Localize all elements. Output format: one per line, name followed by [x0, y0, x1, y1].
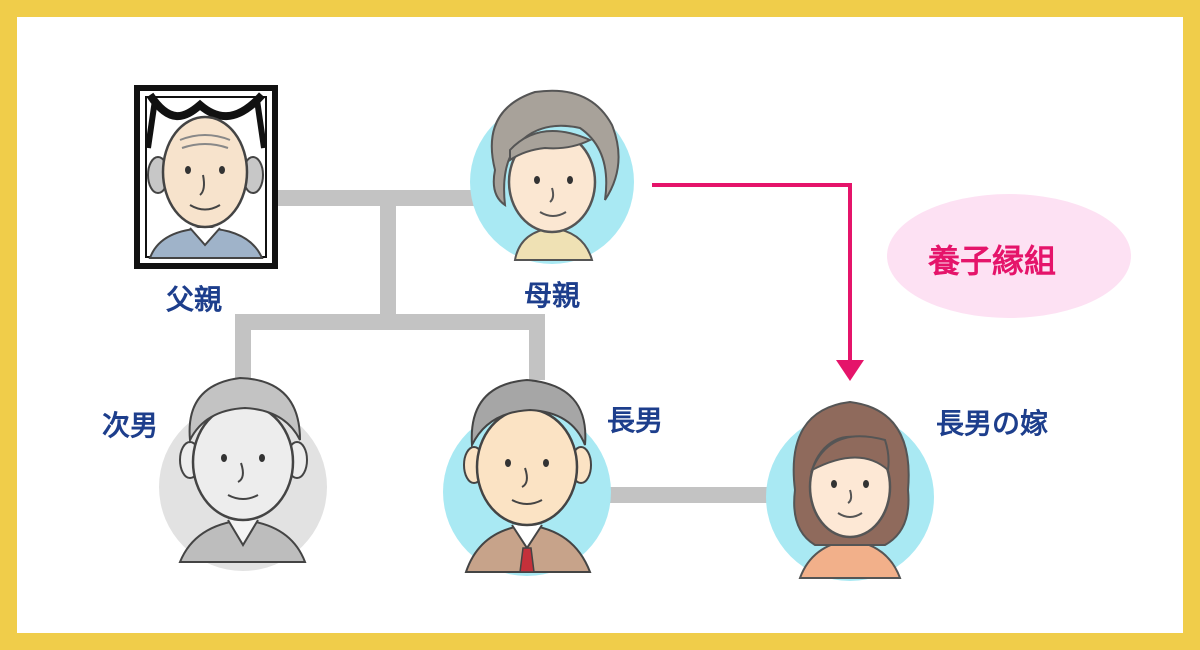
family-connectors	[235, 190, 775, 503]
adoption-label: 養子縁組	[928, 242, 1057, 280]
adoption-bubble	[887, 194, 1131, 318]
adoption-arrow	[652, 183, 864, 381]
children-trunk	[380, 198, 396, 322]
woman-icon	[766, 400, 934, 581]
memorial-portrait-icon	[134, 85, 278, 269]
grayscale-man-icon	[159, 376, 327, 571]
elderly-woman-icon	[470, 89, 634, 264]
man-with-tie-icon	[443, 378, 611, 576]
marriage-connector	[600, 487, 775, 503]
father-label: 父親	[166, 283, 223, 316]
parents-connector	[270, 190, 480, 206]
second-son-label: 次男	[102, 409, 159, 442]
second-son-drop	[235, 322, 251, 380]
eldest-son-wife-label: 長男の嫁	[936, 407, 1049, 440]
mother-label: 母親	[524, 279, 581, 312]
siblings-connector	[235, 314, 545, 330]
eldest-son-label: 長男	[607, 404, 664, 437]
eldest-son-drop	[529, 322, 545, 380]
